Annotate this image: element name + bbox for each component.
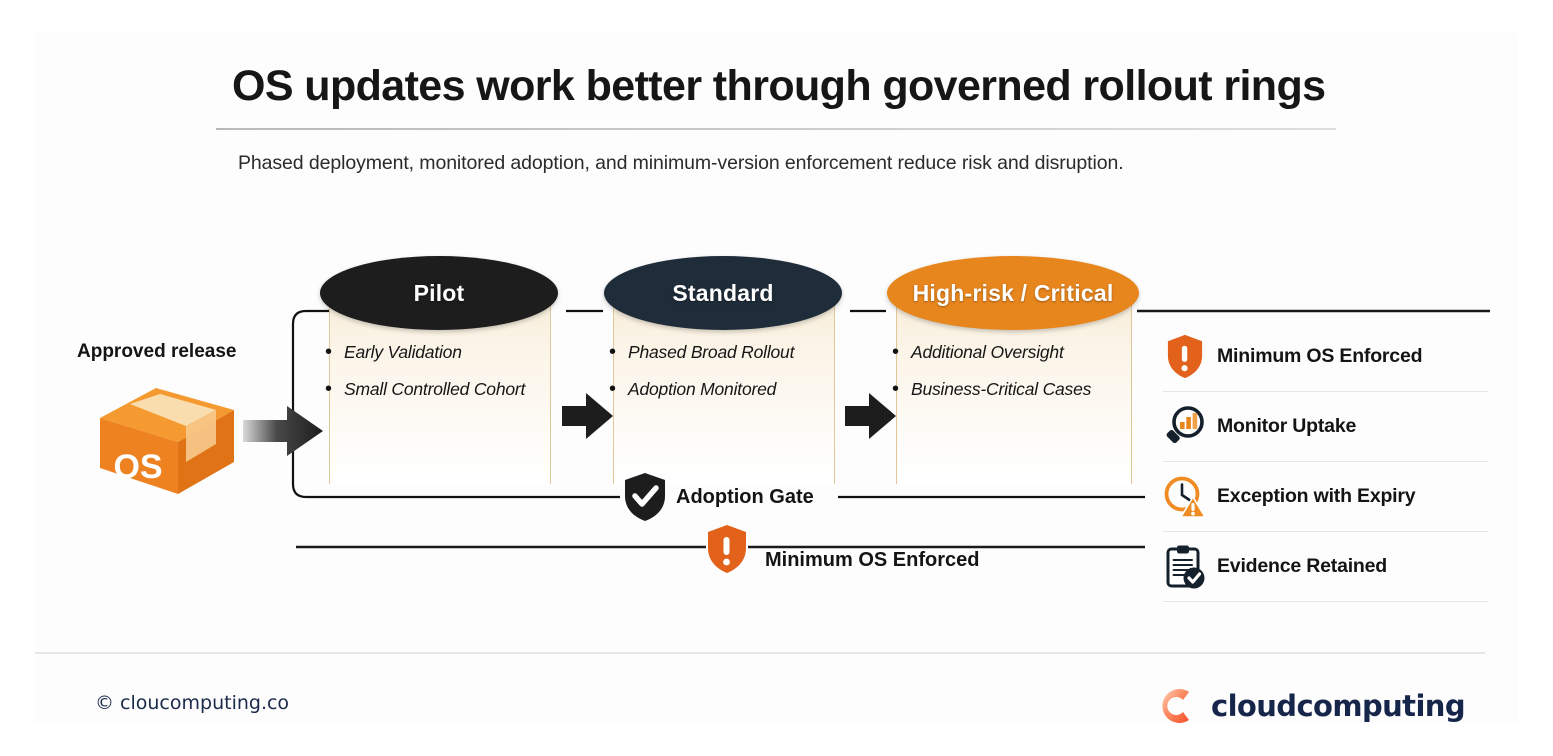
page-subtitle: Phased deployment, monitored adoption, a… <box>238 152 1124 174</box>
control-monitor-uptake[interactable]: Monitor Uptake <box>1163 392 1488 462</box>
flow-arrow-standard-to-highrisk <box>845 392 897 445</box>
magnifier-barchart-icon <box>1163 405 1207 449</box>
brand-lockup: cloudcomputing <box>1153 683 1466 729</box>
os-package-icon: OS <box>96 386 238 496</box>
footer-divider <box>35 652 1485 654</box>
cloudcomputing-logo-icon <box>1153 683 1199 729</box>
stage-standard-bullets: Phased Broad Rollout Adoption Monitored <box>609 341 828 416</box>
stage-high-risk-cap: High-risk / Critical <box>887 256 1139 330</box>
approved-release-label: Approved release <box>77 341 237 362</box>
stage-pilot[interactable]: Pilot Early Validation Small Controlled … <box>320 256 558 484</box>
list-item: Early Validation <box>325 341 544 364</box>
title-divider <box>216 128 1336 130</box>
stage-pilot-title: Pilot <box>413 279 465 306</box>
controls-list: Minimum OS Enforced Monitor Uptake <box>1163 322 1488 602</box>
list-item: Additional Oversight <box>892 341 1126 364</box>
gate-adoption[interactable]: Adoption Gate <box>623 472 814 522</box>
stage-high-risk[interactable]: High-risk / Critical Additional Oversigh… <box>887 256 1139 484</box>
stage-standard-cap: Standard <box>604 256 842 330</box>
control-label: Monitor Uptake <box>1217 415 1357 437</box>
shield-exclamation-icon <box>706 524 748 574</box>
copyright-text: © cloucomputing.co <box>95 692 290 714</box>
control-exception-with-expiry[interactable]: Exception with Expiry <box>1163 462 1488 532</box>
flow-arrow-pilot-to-standard <box>562 392 614 445</box>
gate-adoption-label: Adoption Gate <box>676 485 814 508</box>
flow-arrow-to-pilot <box>243 404 325 463</box>
list-item: Small Controlled Cohort <box>325 378 544 401</box>
control-label: Minimum OS Enforced <box>1217 345 1423 367</box>
shield-check-icon <box>623 472 667 522</box>
gate-minimum-os-label: Minimum OS Enforced <box>765 548 980 571</box>
stage-high-risk-title: High-risk / Critical <box>912 279 1114 306</box>
control-label: Evidence Retained <box>1217 555 1387 577</box>
stage-pilot-bullets: Early Validation Small Controlled Cohort <box>325 341 544 416</box>
stage-pilot-cap: Pilot <box>320 256 558 330</box>
shield-exclamation-icon <box>1163 334 1207 379</box>
svg-text:OS: OS <box>113 448 162 486</box>
control-label: Exception with Expiry <box>1217 485 1416 507</box>
clock-warning-icon <box>1163 475 1207 519</box>
control-minimum-os-enforced[interactable]: Minimum OS Enforced <box>1163 322 1488 392</box>
list-item: Adoption Monitored <box>609 378 828 401</box>
stage-standard-title: Standard <box>672 279 774 306</box>
stage-standard[interactable]: Standard Phased Broad Rollout Adoption M… <box>604 256 842 484</box>
list-item: Business-Critical Cases <box>892 378 1126 401</box>
page-title: OS updates work better through governed … <box>232 62 1326 110</box>
gate-minimum-os[interactable]: Minimum OS Enforced <box>706 524 979 574</box>
control-evidence-retained[interactable]: Evidence Retained <box>1163 532 1488 602</box>
brand-name: cloudcomputing <box>1210 689 1466 723</box>
stage-high-risk-bullets: Additional Oversight Business-Critical C… <box>892 341 1126 416</box>
clipboard-check-icon <box>1163 545 1207 589</box>
list-item: Phased Broad Rollout <box>609 341 828 364</box>
